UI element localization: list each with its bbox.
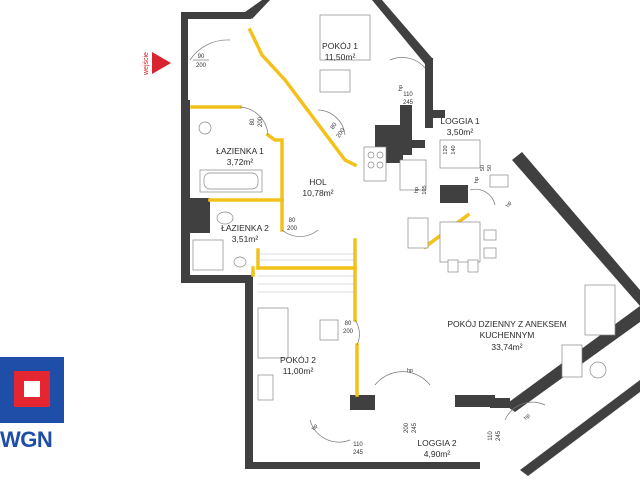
entrance-arrow-icon — [152, 52, 171, 74]
room-pokoj2-name: POKÓJ 2 — [280, 355, 316, 365]
room-lazienka2-area: 3,51m² — [232, 234, 259, 244]
door-pokoj2-w: 80 — [345, 321, 352, 327]
room-lazienka1-area: 3,72m² — [227, 157, 254, 167]
hp-105-label: 105 — [422, 185, 428, 194]
door-loggia1-small-w: 50 — [480, 165, 486, 171]
room-pokoj1-area: 11,50m² — [325, 52, 356, 62]
door-loggia2-right-h: 245 — [496, 430, 502, 441]
door-loggia2-mid-w: 200 — [404, 422, 410, 433]
logo-text: WGN — [0, 427, 53, 452]
door-loggia1-mid-w: 120 — [443, 145, 449, 154]
door-loggia2-mid-h: 245 — [412, 422, 418, 433]
door-loggia1-top-w: 110 — [403, 92, 413, 98]
room-hol-area: 10,78m² — [302, 188, 333, 198]
door-dimensions: 80 200 80 200 80 200 80 200 110 245 120 … — [250, 92, 502, 456]
door-loggia1-small-h: 50 — [487, 165, 493, 171]
room-dzienny-area: 33,74m² — [491, 342, 522, 352]
hall-stripes — [258, 253, 355, 293]
door-laz2-w: 80 — [289, 218, 296, 224]
room-loggia2-name: LOGGIA 2 — [417, 438, 456, 448]
door-pokoj1-h: 200 — [336, 127, 347, 139]
room-dzienny-name: POKÓJ DZIENNY Z ANEKSEM — [447, 319, 566, 329]
wgn-logo: WGN — [0, 357, 66, 467]
hp-markings: hp hp hp hp hp hp hp 105 — [311, 85, 532, 432]
logo-mark-core — [24, 381, 40, 397]
door-loggia2-left-w: 110 — [353, 442, 363, 448]
entrance-door-height: 200 — [196, 63, 207, 69]
room-loggia2-area: 4,90m² — [424, 449, 451, 459]
door-laz1-w: 80 — [250, 118, 256, 125]
room-hol-name: HOL — [309, 177, 327, 187]
hp-label: hp — [311, 423, 319, 431]
hp-label: hp — [407, 368, 413, 374]
door-pokoj1-w: 80 — [330, 121, 339, 130]
logo-mark-icon — [0, 357, 64, 423]
entrance-label: wejście — [143, 52, 150, 76]
door-loggia2-right-w: 110 — [488, 431, 494, 441]
hp-label: hp — [398, 85, 404, 91]
room-loggia1-area: 3,50m² — [447, 127, 474, 137]
room-pokoj2-area: 11,00m² — [283, 366, 314, 376]
entrance-door-width: 90 — [198, 54, 205, 60]
hp-label: hp — [505, 200, 513, 208]
furniture — [192, 14, 616, 401]
door-pokoj2-h: 200 — [343, 329, 354, 335]
door-loggia2-left-h: 245 — [353, 450, 364, 456]
hp-label: hp — [414, 187, 420, 193]
door-loggia1-mid-h: 140 — [451, 145, 457, 154]
logo-mark-inner — [14, 371, 50, 407]
door-swings — [189, 39, 546, 443]
room-lazienka2-name: ŁAZIENKA 2 — [221, 223, 269, 233]
door-laz2-h: 200 — [287, 226, 298, 232]
hp-label: hp — [523, 413, 532, 422]
door-laz1-h: 200 — [258, 116, 264, 127]
room-loggia1-name: LOGGIA 1 — [440, 116, 479, 126]
room-dzienny-name2: KUCHENNYM — [480, 330, 535, 340]
room-pokoj1-name: POKÓJ 1 — [322, 41, 358, 51]
hp-label: hp — [474, 177, 480, 183]
partition-walls — [190, 27, 471, 397]
door-loggia1-top-h: 245 — [403, 100, 414, 106]
room-lazienka1-name: ŁAZIENKA 1 — [216, 146, 264, 156]
